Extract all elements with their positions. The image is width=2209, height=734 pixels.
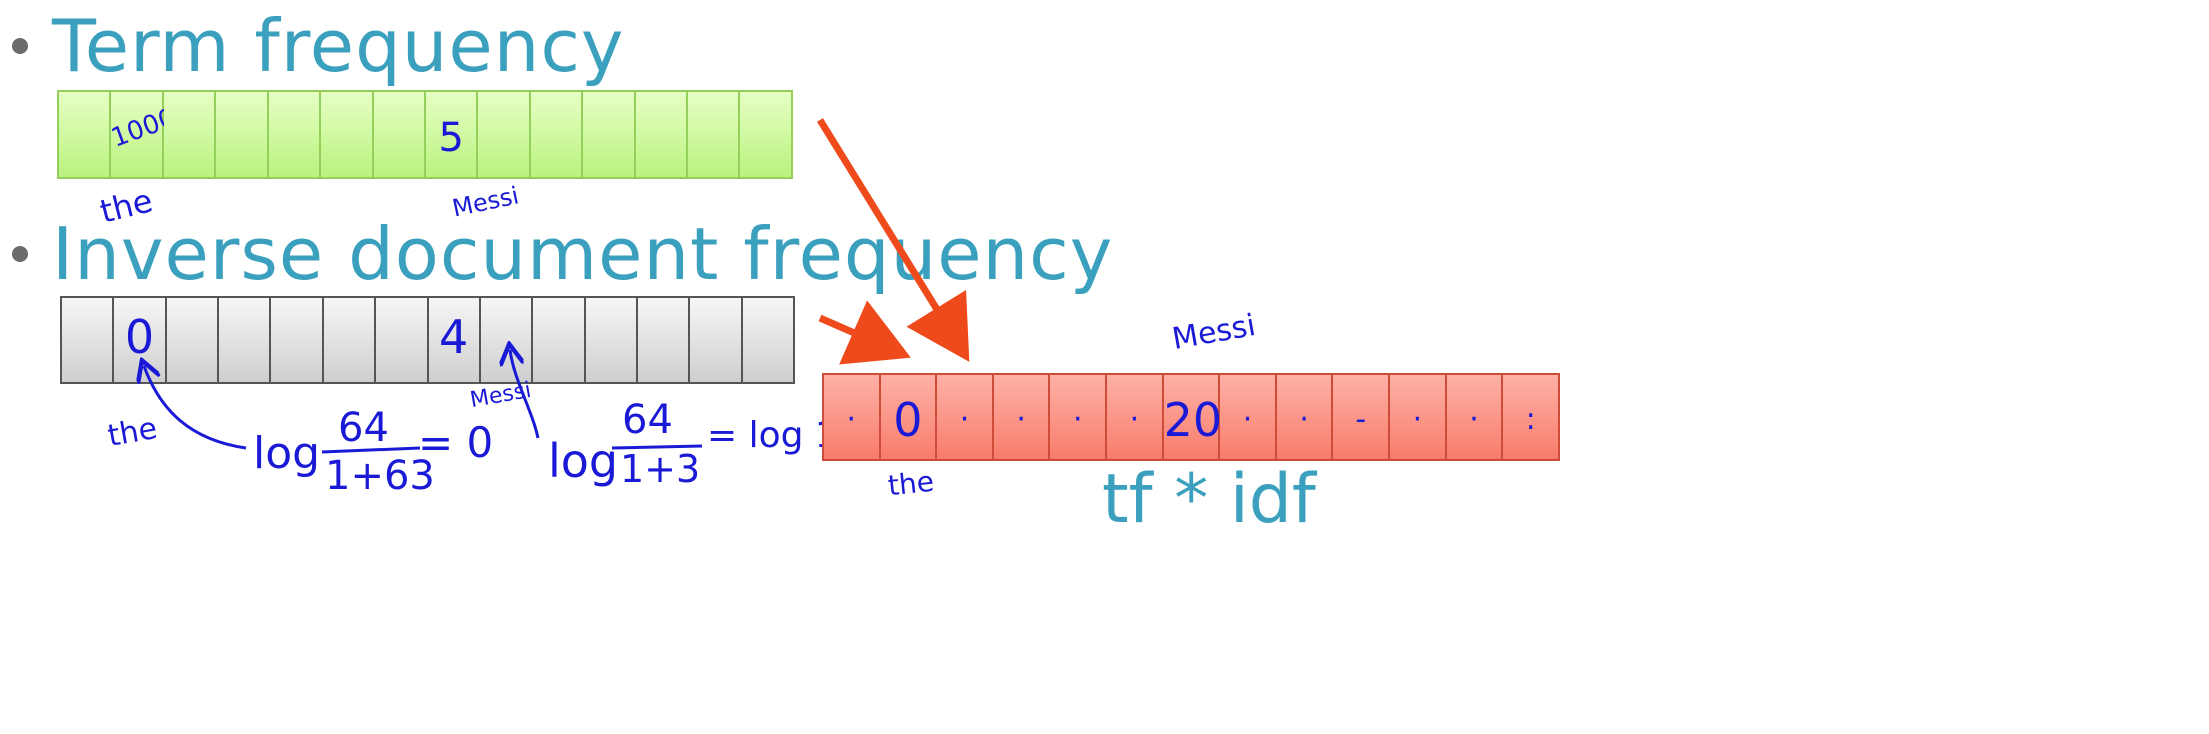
idf-cell [323,298,377,382]
idf-cell [271,298,324,382]
result-cell-value: · [1469,402,1479,437]
bullet-inverse-document-frequency [12,246,28,262]
tf-cell [216,92,269,177]
idf-cell [637,298,691,382]
tf-cell [268,92,322,177]
formula-the-fraction-bar [321,446,421,454]
idf-cell-value: 0 [124,310,155,364]
tf-cell: 5 [425,92,479,177]
arrow-idf-to-result [818,300,911,365]
formula-the-result: = 0 [418,418,494,467]
tf-cell [163,92,217,177]
result-cell: · [937,375,994,459]
tf-cell [321,92,374,177]
tf-idf-caption: tf * idf [1102,460,1316,539]
formula-the-numerator: 64 [338,405,389,451]
result-cell-value: · [1299,402,1309,437]
tf-cell [59,92,112,177]
result-cell-value: 0 [893,393,923,447]
idf-cell [533,298,586,382]
result-cell: · [824,375,881,459]
result-cell: · [993,375,1051,459]
tf-cell [740,92,791,177]
formula-messi-fraction-bar [611,444,703,450]
result-cell: · [1107,375,1164,459]
tf-cell-value: 5 [438,115,464,161]
result-cell: · [1050,375,1108,459]
result-cell-value: · [1072,402,1083,437]
result-cell: - [1333,375,1391,459]
result-cell: · [1390,375,1447,459]
arrow-tf-to-result [817,118,970,362]
result-cell-value: · [959,402,970,437]
idf-cell [742,298,794,382]
formula-messi-denominator: 1+3 [620,447,701,491]
result-cell: · [1276,375,1334,459]
result-cell-value: · [846,402,857,437]
idf-cell [219,298,272,382]
formula-the-denominator: 1+63 [325,453,435,499]
formula-messi-numerator: 64 [622,397,673,443]
tf-cell: 1000 [108,92,180,177]
result-cell-value: : [1525,402,1536,437]
curve-arrow-the [144,366,247,450]
result-cell: · [1220,375,1277,459]
bullet-term-frequency [12,38,28,54]
tf-cell [530,92,584,177]
formula-the-log: log [253,428,321,479]
result-cell: 0 [880,375,938,459]
heading-inverse-document-frequency: Inverse document frequency [52,212,1114,296]
tf-cell [373,92,426,177]
idf-cell [166,298,220,382]
idf-cell-value: 4 [439,310,469,364]
tf-cell [688,92,741,177]
result-cell: · [1446,375,1504,459]
term-frequency-vector: 1000 5 [57,90,793,179]
tf-cell [635,92,689,177]
curve-arrow-messi [510,350,540,439]
tf-cell [478,92,531,177]
idf-cell [62,298,115,382]
idf-cell [585,298,638,382]
heading-term-frequency: Term frequency [52,4,625,88]
result-cell-value: · [1242,402,1253,437]
result-cell-value: · [1129,402,1140,437]
result-cell-value: 20 [1163,393,1223,447]
tf-idf-result-vector: · 0 · · · · 20 · · - · ·: [822,373,1560,461]
result-cell-value: · [1016,402,1026,437]
idf-cell: 4 [428,298,481,382]
formula-messi-log: log [548,434,619,488]
idf-cell [690,298,743,382]
result-cell: 20 [1163,375,1223,459]
result-cell: : [1503,375,1558,459]
result-cell-value: - [1355,402,1367,437]
result-cell-value: · [1412,402,1423,437]
tf-cell [583,92,636,177]
idf-cell [376,298,429,382]
